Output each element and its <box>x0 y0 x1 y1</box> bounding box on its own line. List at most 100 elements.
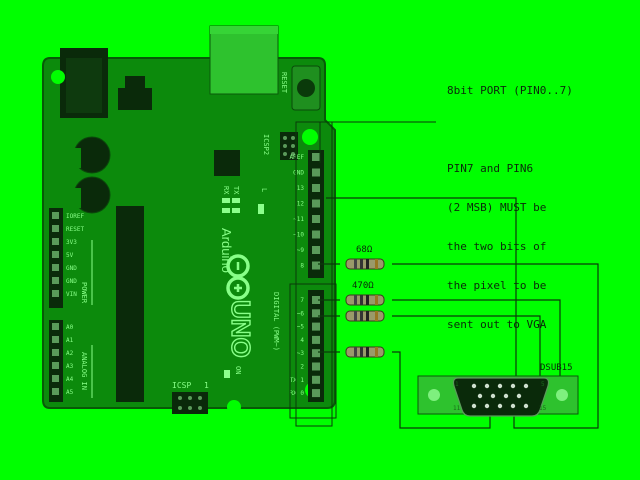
dsub15-pins <box>471 383 529 409</box>
power-pin <box>52 225 59 232</box>
note-line-1: PIN7 and PIN6 <box>447 162 534 175</box>
power-pin-label: RESET <box>66 226 84 233</box>
digital-pin-label: AREF <box>290 154 305 161</box>
digital-pin <box>312 375 320 384</box>
dsub-pin-15-label: 15 <box>539 405 547 412</box>
analog-pin-label: A5 <box>66 389 74 396</box>
digital-pin-label: ~3 <box>297 350 305 357</box>
atmega-chip <box>116 206 144 402</box>
arduino-brand: Arduino <box>219 228 234 273</box>
digital-pin <box>312 153 320 161</box>
mount-hole <box>227 400 241 414</box>
power-pin <box>52 264 59 271</box>
wire-pin3-out <box>392 351 491 429</box>
power-title: POWER <box>80 282 88 304</box>
dsub-pin <box>497 383 503 389</box>
tx-led <box>232 198 240 203</box>
analog-pin <box>52 349 59 356</box>
digital-pin-label: ~6 <box>297 310 305 317</box>
digital-pin <box>312 246 320 254</box>
digital-pin <box>312 184 320 192</box>
usb-chip <box>214 150 240 176</box>
note-heading: 8bit PORT (PIN0..7) <box>447 84 573 97</box>
note-line-5: sent out to VGA <box>447 318 547 331</box>
dsub-pin <box>484 403 490 409</box>
digital-header-bottom <box>308 290 324 402</box>
digital-pin <box>312 349 320 358</box>
power-pin-label: VIN <box>66 291 77 298</box>
digital-pin <box>312 362 320 371</box>
icsp-header <box>172 392 208 414</box>
power-pin <box>52 290 59 297</box>
analog-pin <box>52 323 59 330</box>
power-pin-label: 3V3 <box>66 239 77 246</box>
note-line-3: the two bits of <box>447 240 547 253</box>
dsub-pin-1-label: 1 <box>455 381 459 388</box>
dsub-pin <box>510 383 516 389</box>
dsub-pin <box>477 393 483 399</box>
resistor-68-label: 68Ω <box>356 245 373 255</box>
wire-pin6-out <box>392 263 599 429</box>
digital-pin <box>312 261 320 270</box>
digital-pin-label: GND <box>293 170 304 177</box>
analog-pin-label: A4 <box>66 376 74 383</box>
dsub-pin <box>510 403 516 409</box>
digital-pin-label: 4 <box>300 337 304 344</box>
resistor-68 <box>345 258 385 270</box>
dsub-pin <box>471 403 477 409</box>
digital-pin-label: ~5 <box>297 324 305 331</box>
analog-pin <box>52 336 59 343</box>
resistor-470-c <box>345 346 385 358</box>
resistor-470-b <box>345 310 385 322</box>
dsub-pin <box>497 403 503 409</box>
power-pin <box>52 212 59 219</box>
on-led <box>224 370 230 378</box>
digital-pin-label: 12 <box>297 201 305 208</box>
rx-led-2 <box>222 208 230 213</box>
note-pointer <box>319 121 436 163</box>
digital-pin <box>312 296 320 304</box>
dsub15-label: DSUB15 <box>540 363 573 373</box>
wire-gnd <box>326 197 517 388</box>
dsub-pin-5-label: 5 <box>541 381 545 388</box>
dsub-pin <box>523 383 529 389</box>
analog-pin <box>52 388 59 395</box>
analog-pin-label: A1 <box>66 337 74 344</box>
digital-pin-label: TX 1 <box>290 377 305 384</box>
dsub-pin <box>471 383 477 389</box>
mount-hole <box>51 70 65 84</box>
digital-pin <box>312 335 320 344</box>
port-outline-inner <box>289 283 337 419</box>
resistor-470-label: 470Ω <box>352 281 374 291</box>
rx-led <box>222 198 230 203</box>
analog-pin-label: A2 <box>66 350 74 357</box>
dsub15-shell <box>452 377 550 417</box>
port-outline-outer <box>295 121 333 427</box>
icsp-label: ICSP <box>172 381 191 390</box>
analog-pin <box>52 375 59 382</box>
voltage-regulator <box>118 88 152 110</box>
uno-label: UNO <box>226 300 256 358</box>
port-note: 8bit PORT (PIN0..7) PIN7 and PIN6 (2 MSB… <box>447 58 632 344</box>
digital-pin <box>312 215 320 223</box>
digital-pin-label: 13 <box>297 185 305 192</box>
power-pin <box>52 277 59 284</box>
icsp2-label: ICSP2 <box>262 134 270 155</box>
power-pin <box>52 238 59 245</box>
l-led <box>258 204 264 214</box>
digital-pin <box>312 199 320 208</box>
power-pin <box>52 251 59 258</box>
note-line-2: (2 MSB) MUST be <box>447 201 547 214</box>
arduino-logo <box>226 254 250 300</box>
dsub-pin <box>516 393 522 399</box>
power-pin-label: GND <box>66 265 77 272</box>
digital-pin <box>312 322 320 331</box>
digital-pin-label: 2 <box>300 364 304 371</box>
wire-pin7-out <box>392 299 561 412</box>
analog-pin-label: A3 <box>66 363 74 370</box>
l-led-label: L <box>260 188 268 192</box>
power-pin-label: IOREF <box>66 213 84 220</box>
